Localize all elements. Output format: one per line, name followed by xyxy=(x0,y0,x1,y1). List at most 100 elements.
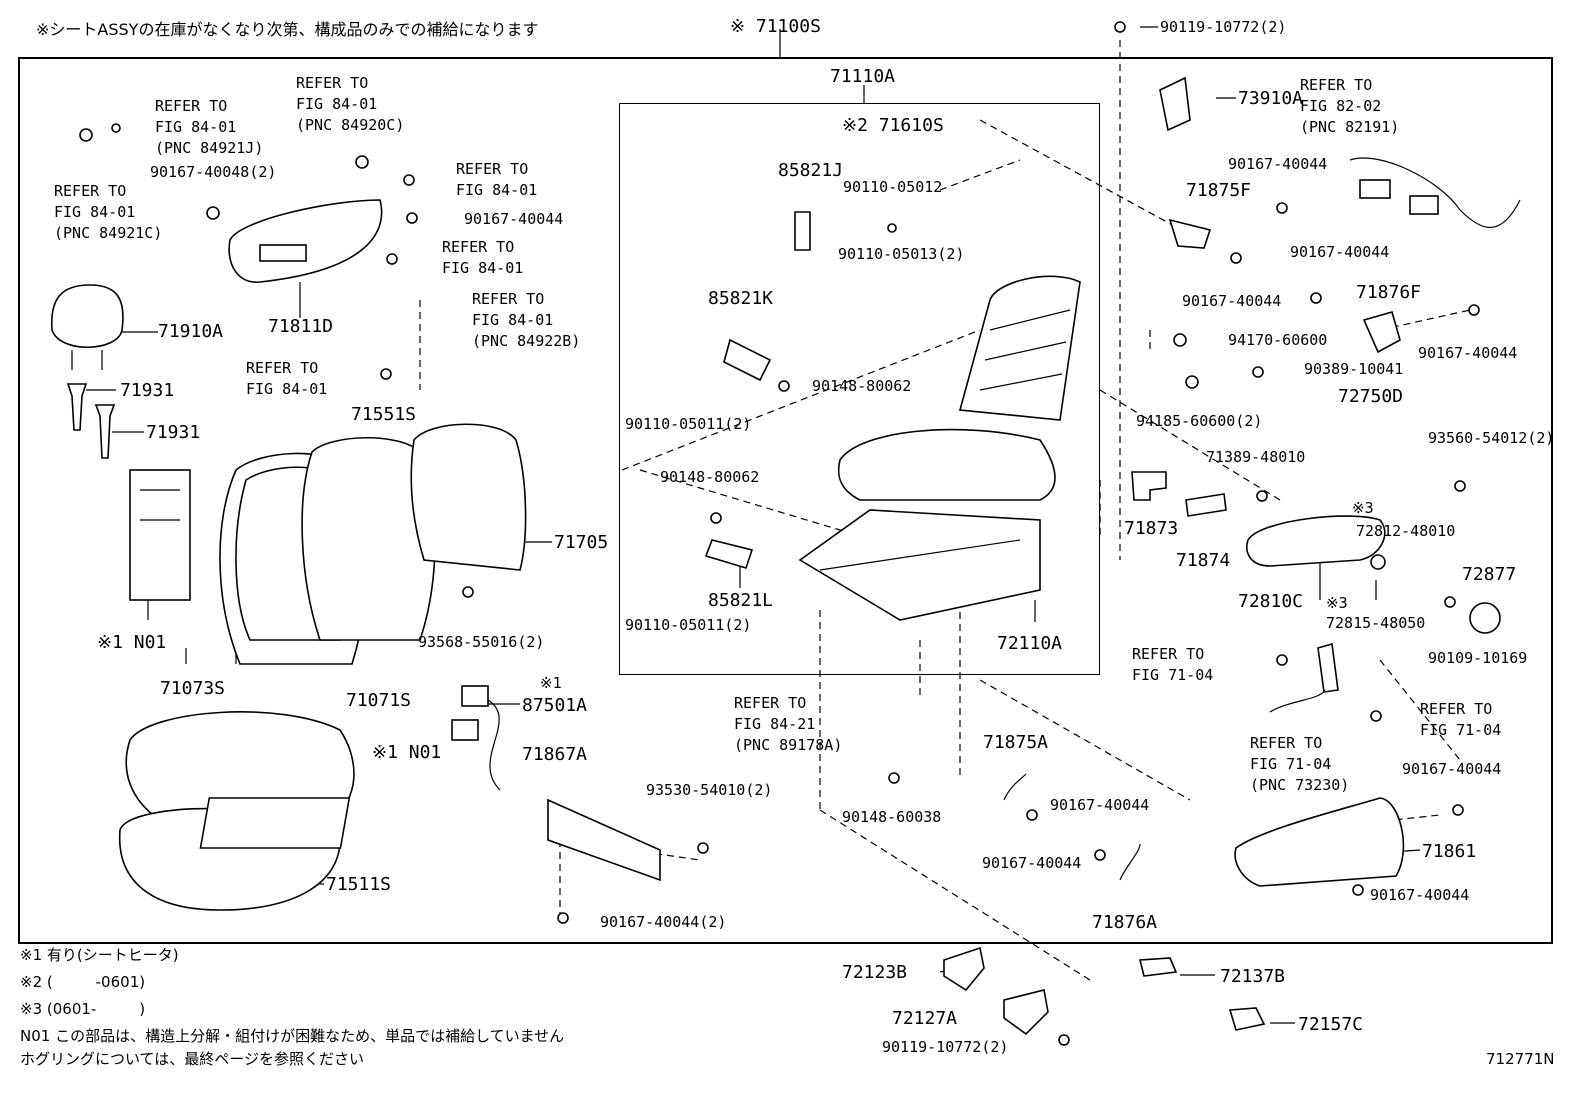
part-label[interactable]: 71910A xyxy=(158,321,224,342)
part-label[interactable]: 71874 xyxy=(1176,550,1231,571)
footnote: ※3 (0601- ) xyxy=(20,1000,146,1018)
part-label[interactable]: 72110A xyxy=(997,633,1063,654)
seat-adjuster-icon xyxy=(798,509,1041,621)
part-label[interactable]: 93568-55016(2) xyxy=(418,633,545,651)
part-label[interactable]: 90110-05013(2) xyxy=(838,245,965,263)
seat-heater-icon xyxy=(199,797,351,849)
assembly-part-number[interactable]: ※ 71100S xyxy=(730,16,821,37)
part-label[interactable]: 71931 xyxy=(146,422,201,443)
part-label[interactable]: 90110-05011(2) xyxy=(625,616,752,634)
part-label[interactable]: 71551S xyxy=(351,404,417,425)
refer-to-callout[interactable]: REFER TO FIG 84-01 xyxy=(246,359,328,398)
part-label[interactable]: 71931 xyxy=(120,380,175,401)
part-label[interactable]: 71705 xyxy=(554,532,609,553)
seatback-pad-icon xyxy=(301,436,436,641)
part-label: ※3 xyxy=(1326,594,1348,612)
armrest-icon xyxy=(1246,515,1386,567)
part-label[interactable]: 90167-40044 xyxy=(1050,796,1150,814)
refer-to-callout[interactable]: REFER TO FIG 71-04 xyxy=(1420,700,1502,739)
part-label: ※1 xyxy=(540,674,562,692)
refer-to-callout[interactable]: REFER TO FIG 84-01 (PNC 84921C) xyxy=(54,182,163,242)
part-label[interactable]: 90148-80062 xyxy=(812,377,912,395)
part-label[interactable]: 94170-60600 xyxy=(1228,331,1328,349)
part-label[interactable]: 90119-10772(2) xyxy=(1160,18,1287,36)
refer-to-callout[interactable]: REFER TO FIG 84-01 (PNC 84920C) xyxy=(296,74,405,134)
part-label[interactable]: 87501A xyxy=(522,695,588,716)
supply-note: ※シートASSYの在庫がなくなり次第、構成品のみでの補給になります xyxy=(36,20,539,39)
part-label[interactable]: 71110A xyxy=(830,66,896,87)
refer-to-callout[interactable]: REFER TO FIG 84-01 (PNC 84921J) xyxy=(155,97,264,157)
refer-to-callout[interactable]: REFER TO FIG 84-01 xyxy=(456,160,538,199)
part-label[interactable]: 90109-10169 xyxy=(1428,649,1528,667)
part-label[interactable]: 90167-40044 xyxy=(1370,886,1470,904)
part-label[interactable]: 85821J xyxy=(778,160,844,181)
part-label[interactable]: 71811D xyxy=(268,316,334,337)
part-label[interactable]: 72877 xyxy=(1462,564,1517,585)
part-label[interactable]: 90167-40044 xyxy=(982,854,1082,872)
part-label[interactable]: 72137B xyxy=(1220,966,1286,987)
seat-cushion-cover-icon xyxy=(125,711,355,821)
refer-to-callout[interactable]: REFER TO FIG 71-04 (PNC 73230) xyxy=(1250,734,1350,794)
part-label[interactable]: 90148-80062 xyxy=(660,468,760,486)
part-label[interactable]: 85821L xyxy=(708,590,774,611)
part-label[interactable]: 90167-40044(2) xyxy=(600,913,727,931)
part-label[interactable]: 93530-54010(2) xyxy=(646,781,773,799)
part-label[interactable]: 72810C xyxy=(1238,591,1304,612)
part-label[interactable]: 71873 xyxy=(1124,518,1179,539)
seat-frame-icon xyxy=(837,275,1081,501)
part-label[interactable]: 90167-40044 xyxy=(1402,760,1502,778)
refer-to-callout[interactable]: REFER TO FIG 84-21 (PNC 89178A) xyxy=(734,694,843,754)
part-label[interactable]: 90110-05011(2) xyxy=(625,415,752,433)
part-label[interactable]: 72815-48050 xyxy=(1326,614,1426,632)
part-label[interactable]: 90167-40048(2) xyxy=(150,163,277,181)
seat-shield-icon xyxy=(228,199,383,283)
part-label[interactable]: 72812-48010 xyxy=(1356,522,1456,540)
seatback-frame-wire-icon xyxy=(129,469,191,620)
part-label[interactable]: ※2 71610S xyxy=(842,115,944,136)
part-label[interactable]: 90167-40044 xyxy=(464,210,564,228)
motor-icon xyxy=(704,211,811,569)
part-label[interactable]: ※1 N01 xyxy=(372,742,442,763)
part-label[interactable]: 90167-40044 xyxy=(1418,344,1518,362)
part-label[interactable]: 71861 xyxy=(1422,841,1477,862)
refer-to-callout[interactable]: REFER TO FIG 82-02 (PNC 82191) xyxy=(1300,76,1400,136)
headrest-icon xyxy=(50,284,124,370)
bracket-icon xyxy=(1131,218,1401,517)
part-label[interactable]: ※1 N01 xyxy=(97,632,167,653)
part-label[interactable]: 71875A xyxy=(983,732,1049,753)
refer-to-callout[interactable]: REFER TO FIG 71-04 xyxy=(1132,645,1214,684)
footnote: N01 この部品は、構造上分解・組付けが困難なため、単品では補給していません xyxy=(20,1027,565,1045)
part-label[interactable]: 71876F xyxy=(1356,282,1422,303)
part-label[interactable]: 72127A xyxy=(892,1008,958,1029)
part-label[interactable]: 94185-60600(2) xyxy=(1136,412,1263,430)
part-label[interactable]: 90389-10041 xyxy=(1304,360,1404,378)
seat-switch-icon xyxy=(1159,76,1191,132)
part-label[interactable]: 72157C xyxy=(1298,1014,1364,1035)
part-label[interactable]: 90167-40044 xyxy=(1228,155,1328,173)
bolt-icon xyxy=(79,21,1480,1046)
part-label[interactable]: 72123B xyxy=(842,962,908,983)
part-label[interactable]: 90119-10772(2) xyxy=(882,1038,1009,1056)
refer-to-callout[interactable]: REFER TO FIG 84-01 (PNC 84922B) xyxy=(472,290,581,350)
part-label[interactable]: 90148-60038 xyxy=(842,808,942,826)
hinge-cover-icon xyxy=(943,946,1266,1036)
part-label[interactable]: 72750D xyxy=(1338,386,1404,407)
part-label[interactable]: 93560-54012(2) xyxy=(1428,429,1555,447)
part-label[interactable]: 71389-48010 xyxy=(1206,448,1306,466)
part-label[interactable]: 90110-05012 xyxy=(843,178,943,196)
part-label[interactable]: 71867A xyxy=(522,744,588,765)
part-label[interactable]: 71071S xyxy=(346,690,412,711)
part-label[interactable]: 71073S xyxy=(160,678,226,699)
part-label[interactable]: 71876A xyxy=(1092,912,1158,933)
footnote: ※1 有り(シートヒータ) xyxy=(20,946,179,964)
part-label[interactable]: 85821K xyxy=(708,288,774,309)
part-label[interactable]: 90167-40044 xyxy=(1290,243,1390,261)
part-label[interactable]: 90167-40044 xyxy=(1182,292,1282,310)
side-cover-right-icon xyxy=(1234,797,1405,887)
part-label[interactable]: 71511S xyxy=(326,874,392,895)
dashed-guide-lines xyxy=(419,40,1471,981)
part-label[interactable]: 71875F xyxy=(1186,180,1252,201)
part-label[interactable]: 73910A xyxy=(1238,88,1304,109)
refer-to-callout[interactable]: REFER TO FIG 84-01 xyxy=(442,238,524,277)
